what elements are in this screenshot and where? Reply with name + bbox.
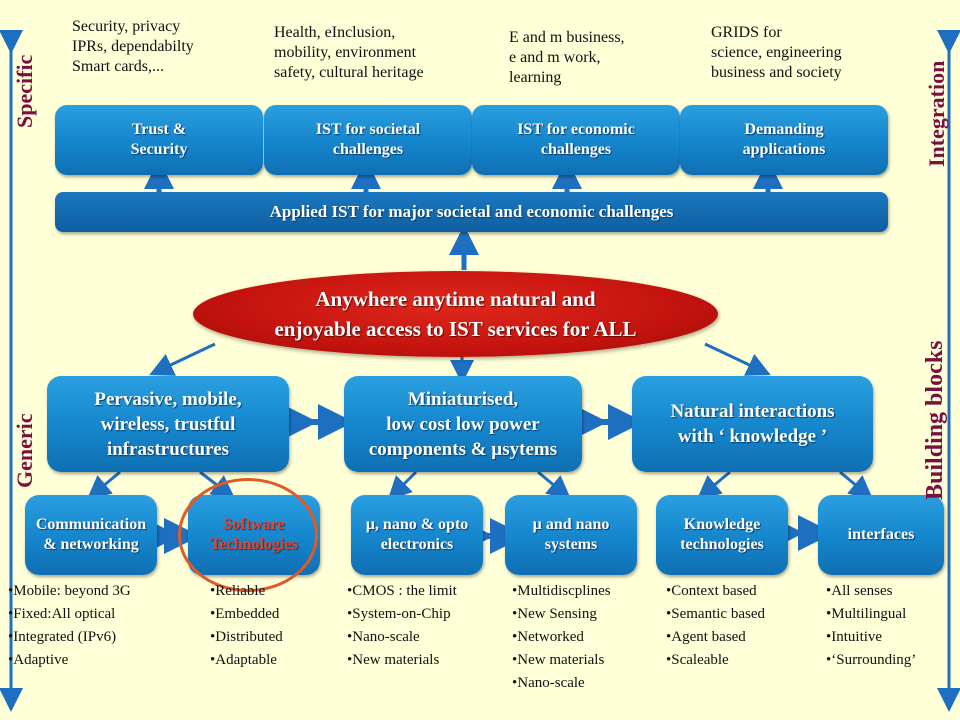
ellipse-to-mid-arrows (149, 342, 771, 384)
box-micro-nano-systems: µ and nano systems (505, 495, 637, 575)
highlight-circle (178, 478, 318, 592)
box-line: challenges (332, 141, 404, 158)
ellipse-line: enjoyable access to IST services for ALL (274, 317, 637, 341)
note-line: business and society (711, 64, 842, 81)
bullet-item: •Multilingual (826, 606, 907, 622)
bullets-systems: •Multidiscplines •New Sensing •Networked… (512, 580, 611, 695)
bullet-item: •Networked (512, 629, 584, 645)
bullets-software: •Reliable •Embedded •Distributed •Adapta… (210, 580, 283, 672)
box-interfaces: interfaces (818, 495, 944, 575)
bullet-item: •New materials (347, 652, 440, 668)
box-line: Pervasive, mobile, (94, 388, 242, 410)
bullet-item: •Nano-scale (347, 629, 420, 645)
box-line: & networking (43, 536, 139, 553)
note-societal: Health, eInclusion, mobility, environmen… (274, 23, 424, 83)
note-line: learning (509, 69, 562, 86)
bullet-item: •Reliable (210, 583, 266, 599)
ellipse-line: Anywhere anytime natural and (315, 287, 596, 311)
bullet-item: •Fixed:All optical (8, 606, 116, 622)
box-line: interfaces (847, 526, 915, 543)
central-ellipse: Anywhere anytime natural and enjoyable ac… (193, 271, 718, 357)
box-line: components & µsytems (368, 438, 558, 460)
box-miniaturised-components: Miniaturised, low cost low power component… (344, 376, 582, 472)
bullet-item: •Intuitive (826, 629, 883, 645)
note-demanding: GRIDS for science, engineering business … (711, 23, 842, 83)
box-nano-opto-electronics: µ, nano & opto electronics (351, 495, 483, 575)
note-economic: E and m business, e and m work, learning (509, 28, 625, 88)
bullet-item: •‘Surrounding’ (826, 652, 917, 668)
box-line: Communication (35, 516, 147, 533)
bullet-item: •Nano-scale (512, 675, 585, 691)
bullet-item: •New materials (512, 652, 605, 668)
box-line: technologies (680, 536, 764, 553)
bullet-item: •Semantic based (666, 606, 765, 622)
bullet-item: •Scaleable (666, 652, 729, 668)
box-line: wireless, trustful (100, 413, 236, 435)
bullet-item: •CMOS : the limit (347, 583, 457, 599)
bullets-communication: •Mobile: beyond 3G •Fixed:All optical •I… (8, 580, 131, 672)
label-generic: Generic (12, 413, 37, 488)
label-integration: Integration (924, 60, 949, 167)
bar-to-top-arrows (144, 159, 783, 192)
bullet-item: •Context based (666, 583, 757, 599)
box-line: electronics (380, 536, 454, 553)
box-natural-interactions: Natural interactions with ‘ knowledge ’ (632, 376, 873, 472)
bullets-interfaces: •All senses •Multilingual •Intuitive •‘S… (826, 580, 916, 672)
box-line: IST for societal (315, 121, 421, 138)
note-line: Smart cards,... (72, 58, 164, 75)
box-trust-security: Trust & Security (55, 105, 263, 175)
bullet-item: •Embedded (210, 606, 280, 622)
bullet-item: •All senses (826, 583, 893, 599)
note-trust: Security, privacy IPRs, dependabilty Sma… (72, 17, 194, 77)
box-pervasive-infrastructures: Pervasive, mobile, wireless, trustful infr… (47, 376, 289, 472)
bullet-item: •Adaptable (210, 652, 277, 668)
note-line: e and m work, (509, 49, 601, 66)
box-line: with ‘ knowledge ’ (677, 426, 828, 447)
box-communication-networking: Communication & networking (25, 495, 157, 575)
box-line: Demanding (744, 121, 824, 138)
box-societal-challenges: IST for societal challenges (264, 105, 472, 175)
box-line: IST for economic (517, 121, 635, 138)
bullet-item: •Integrated (IPv6) (8, 629, 117, 645)
applied-ist-label: Applied IST for major societal and econo… (269, 202, 674, 221)
box-knowledge-technologies: Knowledge technologies (656, 495, 788, 575)
note-line: Security, privacy (72, 18, 181, 35)
box-line: applications (742, 141, 826, 158)
bullets-electronics: •CMOS : the limit •System-on-Chip •Nano-… (347, 580, 457, 672)
box-economic-challenges: IST for economic challenges (472, 105, 680, 175)
box-line: Knowledge (683, 516, 761, 533)
note-line: Health, eInclusion, (274, 24, 396, 41)
note-line: mobility, environment (274, 44, 417, 61)
box-line: systems (544, 536, 598, 553)
box-line: Trust & (131, 121, 187, 138)
box-line: µ and nano (532, 516, 610, 533)
bullet-item: •Mobile: beyond 3G (8, 583, 131, 599)
box-line: low cost low power (386, 413, 540, 435)
box-demanding-applications: Demanding applications (680, 105, 888, 175)
box-line: µ, nano & opto (365, 516, 469, 533)
bullet-item: •New Sensing (512, 606, 597, 622)
note-line: safety, cultural heritage (274, 64, 424, 81)
bullet-item: •Agent based (666, 629, 746, 645)
box-line: Natural interactions (670, 401, 835, 422)
applied-ist-bar: Applied IST for major societal and econo… (55, 192, 888, 232)
label-building-blocks: Building blocks (922, 340, 948, 500)
bullet-item: •Distributed (210, 629, 283, 645)
box-line: infrastructures (106, 438, 230, 460)
bullet-item: •Adaptive (8, 652, 69, 668)
bullets-knowledge: •Context based •Semantic based •Agent ba… (666, 580, 765, 672)
bullet-item: •System-on-Chip (347, 606, 451, 622)
note-line: IPRs, dependabilty (72, 38, 194, 55)
box-line: Miniaturised, (407, 388, 519, 410)
note-line: E and m business, (509, 29, 625, 46)
label-specific: Specific (12, 54, 37, 128)
box-line: Security (130, 141, 188, 158)
note-line: science, engineering (711, 44, 842, 61)
box-line: challenges (540, 141, 612, 158)
note-line: GRIDS for (711, 24, 782, 41)
bullet-item: •Multidiscplines (512, 583, 611, 599)
